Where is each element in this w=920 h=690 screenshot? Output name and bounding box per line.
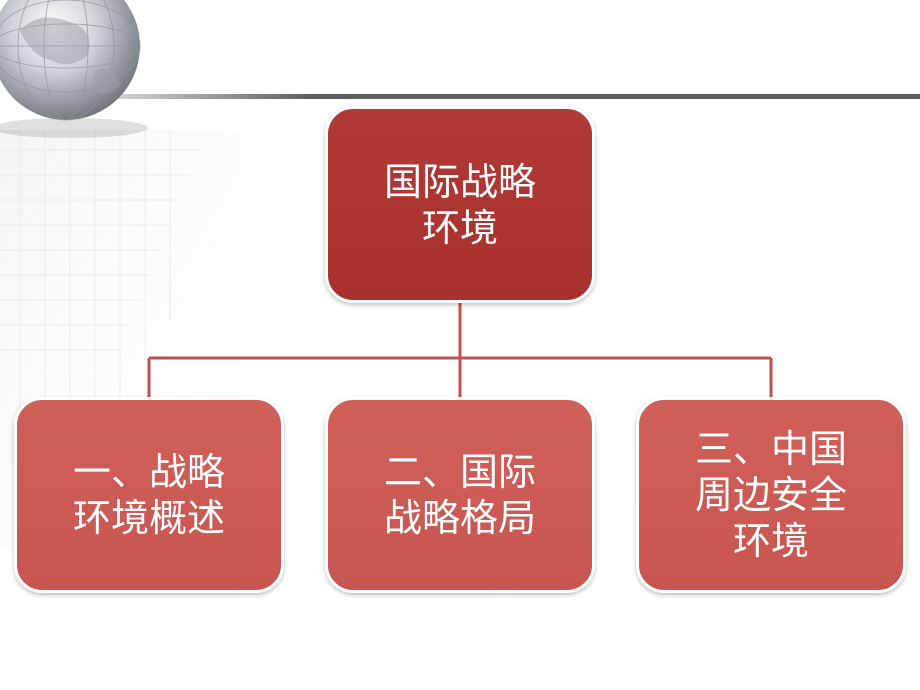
- connector-lines: [147, 302, 773, 398]
- child-node-label: 二、国际 战略格局: [383, 450, 536, 540]
- child-node-strategic-overview: 一、战略 环境概述: [14, 397, 284, 593]
- header-rule: [110, 94, 920, 99]
- child-node-label: 一、战略 环境概述: [72, 450, 225, 540]
- root-node-label: 国际战略 环境: [383, 159, 536, 250]
- globe-icon: [0, 0, 148, 138]
- child-node-label: 三、中国 周边安全 环境: [694, 427, 847, 563]
- child-node-periphery-security: 三、中国 周边安全 环境: [636, 397, 906, 593]
- child-node-international-pattern: 二、国际 战略格局: [325, 397, 595, 593]
- root-node: 国际战略 环境: [325, 106, 595, 303]
